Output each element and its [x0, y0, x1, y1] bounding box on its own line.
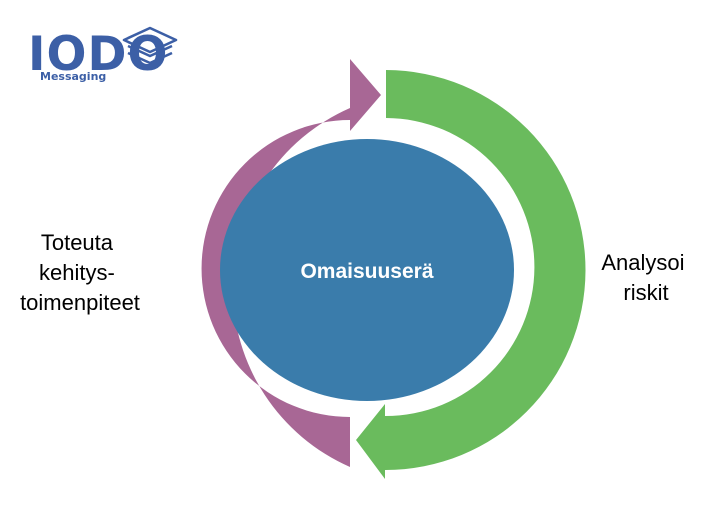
right-label-line-2: riskit	[623, 280, 668, 305]
right-label-line-1: Analysoi	[601, 250, 684, 275]
logo-subtitle: Messaging	[40, 70, 106, 83]
stacked-layers-icon	[122, 26, 178, 65]
left-label-line-2: kehitys-	[39, 260, 115, 285]
left-label-line-1: Toteuta	[41, 230, 114, 255]
left-label: Toteuta kehitys- toimenpiteet	[20, 230, 140, 315]
center-label: Omaisuuserä	[300, 260, 433, 283]
center-circle	[220, 139, 514, 401]
left-label-line-3: toimenpiteet	[20, 290, 140, 315]
cycle-arrow-analyse	[356, 70, 586, 479]
cycle-arrow-implement	[201, 59, 381, 467]
logo: IODO Messaging	[28, 26, 178, 83]
right-label: Analysoi riskit	[601, 250, 690, 305]
